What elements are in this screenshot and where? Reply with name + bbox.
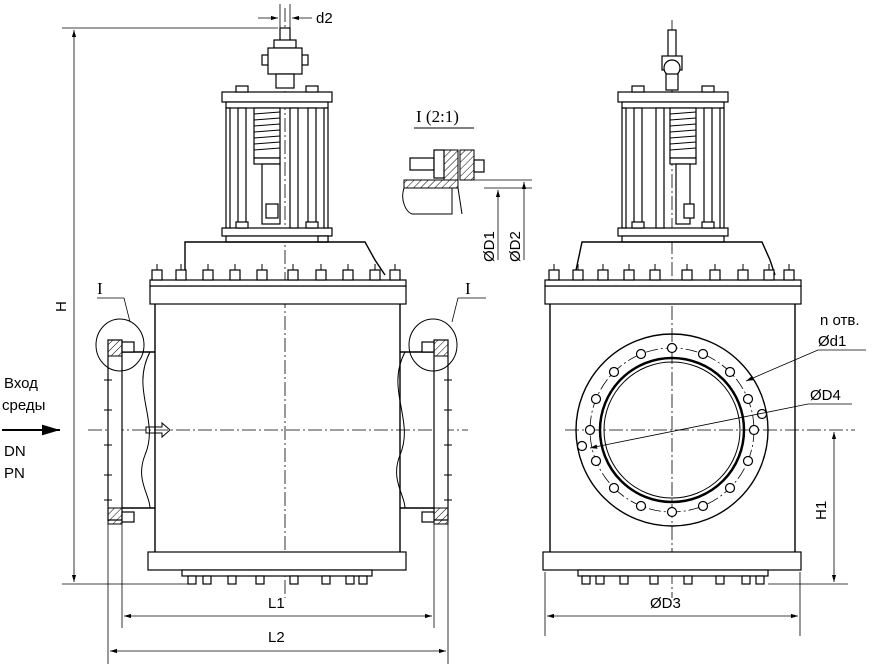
detail-mark-right: I [465, 279, 471, 298]
dim-D4: ØD4 [810, 387, 841, 404]
side-top-flange [544, 264, 802, 305]
side-actuator-frame [617, 85, 729, 243]
dim-H1: H1 [813, 501, 830, 520]
top-flange [149, 264, 407, 305]
detail-circle-left [95, 318, 145, 372]
left-flange [104, 339, 135, 525]
bolt-hole-diameter-label: Ød1 [818, 333, 846, 350]
side-actuator-stem [661, 29, 683, 91]
dim-H: H [53, 301, 70, 312]
bolt-hole-count-label: n отв. [820, 312, 860, 329]
front-view: I I Вход среды DN PN H d2 L1 L2 [2, 4, 486, 664]
dim-d2: d2 [316, 10, 333, 27]
flange-bolt-holes [576, 342, 768, 518]
dim-D2: ØD2 [507, 231, 524, 262]
inlet-label-line1: Вход [4, 375, 38, 392]
nominal-pressure-label: PN [4, 465, 25, 482]
valve-body [120, 304, 435, 585]
dim-D1: ØD1 [481, 231, 498, 262]
bonnet [184, 241, 386, 276]
side-body [542, 304, 802, 585]
nominal-diameter-label: DN [4, 443, 26, 460]
dim-L2: L2 [268, 629, 285, 646]
actuator-frame [221, 85, 333, 243]
side-view: n отв. Ød1 ØD4 H1 ØD3 [542, 20, 866, 636]
circular-flange [575, 333, 769, 527]
detail-view: I (2:1) ØD1 ØD2 [402, 107, 532, 262]
dim-D3: ØD3 [650, 595, 681, 612]
actuator-stem [261, 27, 309, 89]
detail-title: I (2:1) [416, 107, 459, 126]
detail-circle-right [408, 318, 458, 372]
inlet-label-line2: среды [2, 397, 45, 414]
dim-L1: L1 [268, 595, 285, 612]
right-flange [421, 339, 452, 525]
side-bonnet [574, 241, 776, 276]
detail-mark-left: I [97, 279, 103, 298]
